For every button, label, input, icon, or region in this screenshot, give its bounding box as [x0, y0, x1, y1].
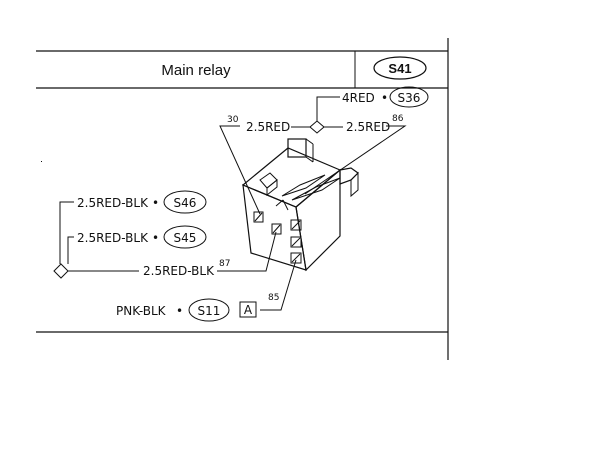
pin-30-number: 30 [227, 115, 239, 125]
relay-connector-drawing [241, 138, 359, 272]
pin87-wire-label: 2.5RED-BLK [143, 264, 215, 278]
s46-leader [59, 201, 74, 264]
pin87-leader [217, 231, 277, 272]
s45-wire-label: 2.5RED-BLK [77, 231, 149, 245]
s45-oval [163, 225, 207, 249]
page-title: Main relay [161, 62, 231, 79]
splice-diamond-left [53, 263, 69, 279]
s46-wire-label: 2.5RED-BLK [77, 196, 149, 210]
s36-leader [316, 96, 340, 121]
s36-oval [389, 86, 429, 108]
s11-code: S11 [198, 304, 221, 318]
pin-85-number: 85 [268, 293, 279, 303]
s11-oval [188, 298, 230, 322]
pin-86-number: 86 [392, 114, 404, 124]
pin-87-number: 87 [219, 259, 230, 269]
s36-code: S36 [398, 91, 421, 105]
s46-bullet: • [152, 196, 159, 210]
pin85-leader [260, 259, 297, 311]
s36-bullet: • [381, 91, 388, 105]
s45-leader [67, 236, 74, 264]
s45-code: S45 [174, 231, 197, 245]
splice-diamond-top [309, 120, 325, 134]
s11-bullet: • [176, 304, 183, 318]
dot-mark [41, 161, 42, 162]
pin30-leader [219, 125, 261, 215]
s36-wire-label: 4RED [342, 91, 375, 105]
pin86-wire-label: 2.5RED [346, 120, 390, 134]
s46-code: S46 [174, 196, 197, 210]
header-code-oval [373, 56, 427, 80]
header-code: S41 [388, 61, 411, 76]
s11-tag: A [244, 303, 253, 317]
pin86-leader [304, 125, 407, 195]
s11-wire-label: PNK-BLK [116, 304, 167, 318]
s45-bullet: • [152, 231, 159, 245]
pin30-wire-label: 2.5RED [246, 120, 290, 134]
s11-tag-box [239, 301, 257, 318]
s46-oval [163, 190, 207, 214]
